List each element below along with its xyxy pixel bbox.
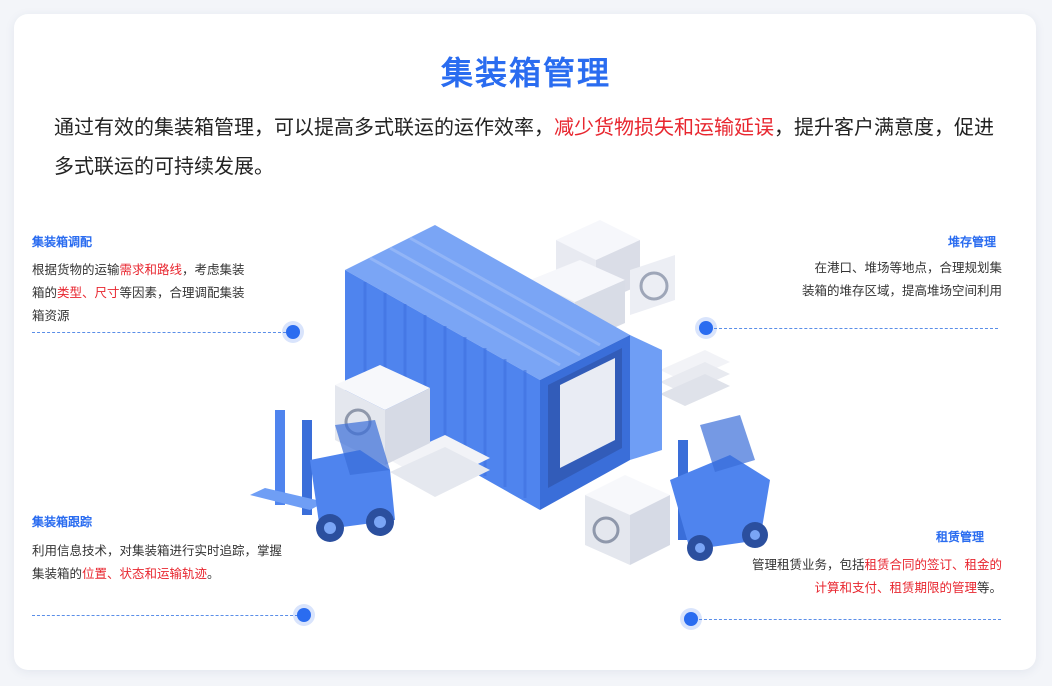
section-body-leasing: 管理租赁业务，包括租赁合同的签订、租金的计算和支付、租赁期限的管理等。 <box>748 553 1002 599</box>
forklift-icon <box>670 415 770 561</box>
intro-text-1: 通过有效的集装箱管理，可以提高多式联运的运作效率， <box>54 115 554 139</box>
dispatch-text-3: 等因素，合理调配集装箱资源 <box>32 285 245 323</box>
intro-text-2: ，提升客户满意度，促进多式联运的可持续发展。 <box>54 115 994 178</box>
connector-dot-tracking <box>297 608 311 622</box>
intro-highlight: 减少货物损失和运输延误 <box>554 115 774 139</box>
dispatch-highlight-2: 类型、尺寸 <box>57 285 120 300</box>
leasing-text-2: 等。 <box>976 580 1002 595</box>
section-title-storage: 堆存管理 <box>947 235 996 249</box>
storage-line-2: 装箱的堆存区域，提高堆场空间利用 <box>801 283 1002 298</box>
tracking-text-2: 。 <box>207 566 220 581</box>
container-yard-illustration <box>250 220 770 565</box>
intro-paragraph: 通过有效的集装箱管理，可以提高多式联运的运作效率，减少货物损失和运输延误，提升客… <box>54 108 1004 186</box>
container-icon <box>345 225 662 510</box>
page-title: 集装箱管理 <box>440 54 611 92</box>
storage-line-1: 在港口、堆场等地点，合理规划集 <box>814 260 1002 275</box>
dispatch-text-1: 根据货物的运输 <box>32 262 120 277</box>
section-body-tracking: 利用信息技术，对集装箱进行实时追踪，掌握集装箱的位置、状态和运输轨迹。 <box>32 539 282 585</box>
tracking-highlight: 位置、状态和运输轨迹 <box>82 566 208 581</box>
section-title-tracking: 集装箱跟踪 <box>32 515 93 529</box>
dispatch-text-2: ，考虑集装箱的 <box>32 262 245 300</box>
connector-line-dispatch <box>32 332 286 333</box>
cargo-box-icon <box>585 475 670 565</box>
tracking-text-1: 利用信息技术，对集装箱进行实时追踪，掌握集装箱的 <box>32 543 283 581</box>
connector-line-tracking <box>32 615 298 616</box>
section-title-leasing: 租赁管理 <box>935 530 984 544</box>
leasing-text-1: 管理租赁业务，包括 <box>751 557 865 572</box>
pallet-icon <box>660 350 730 406</box>
section-body-storage: 在港口、堆场等地点，合理规划集装箱的堆存区域，提高堆场空间利用 <box>760 256 1002 302</box>
connector-dot-storage <box>699 321 713 335</box>
section-body-dispatch: 根据货物的运输需求和路线，考虑集装箱的类型、尺寸等因素，合理调配集装箱资源 <box>32 258 252 327</box>
dispatch-highlight-1: 需求和路线 <box>119 262 183 277</box>
forklift-icon <box>250 410 395 542</box>
leasing-highlight: 租赁合同的签订、租金的计算和支付、租赁期限的管理 <box>814 557 1002 595</box>
connector-line-leasing <box>699 619 1001 620</box>
section-title-dispatch: 集装箱调配 <box>32 235 93 249</box>
connector-line-storage <box>714 328 998 329</box>
connector-dot-leasing <box>684 612 698 626</box>
pallet-icon <box>390 435 490 497</box>
connector-dot-dispatch <box>286 325 300 339</box>
